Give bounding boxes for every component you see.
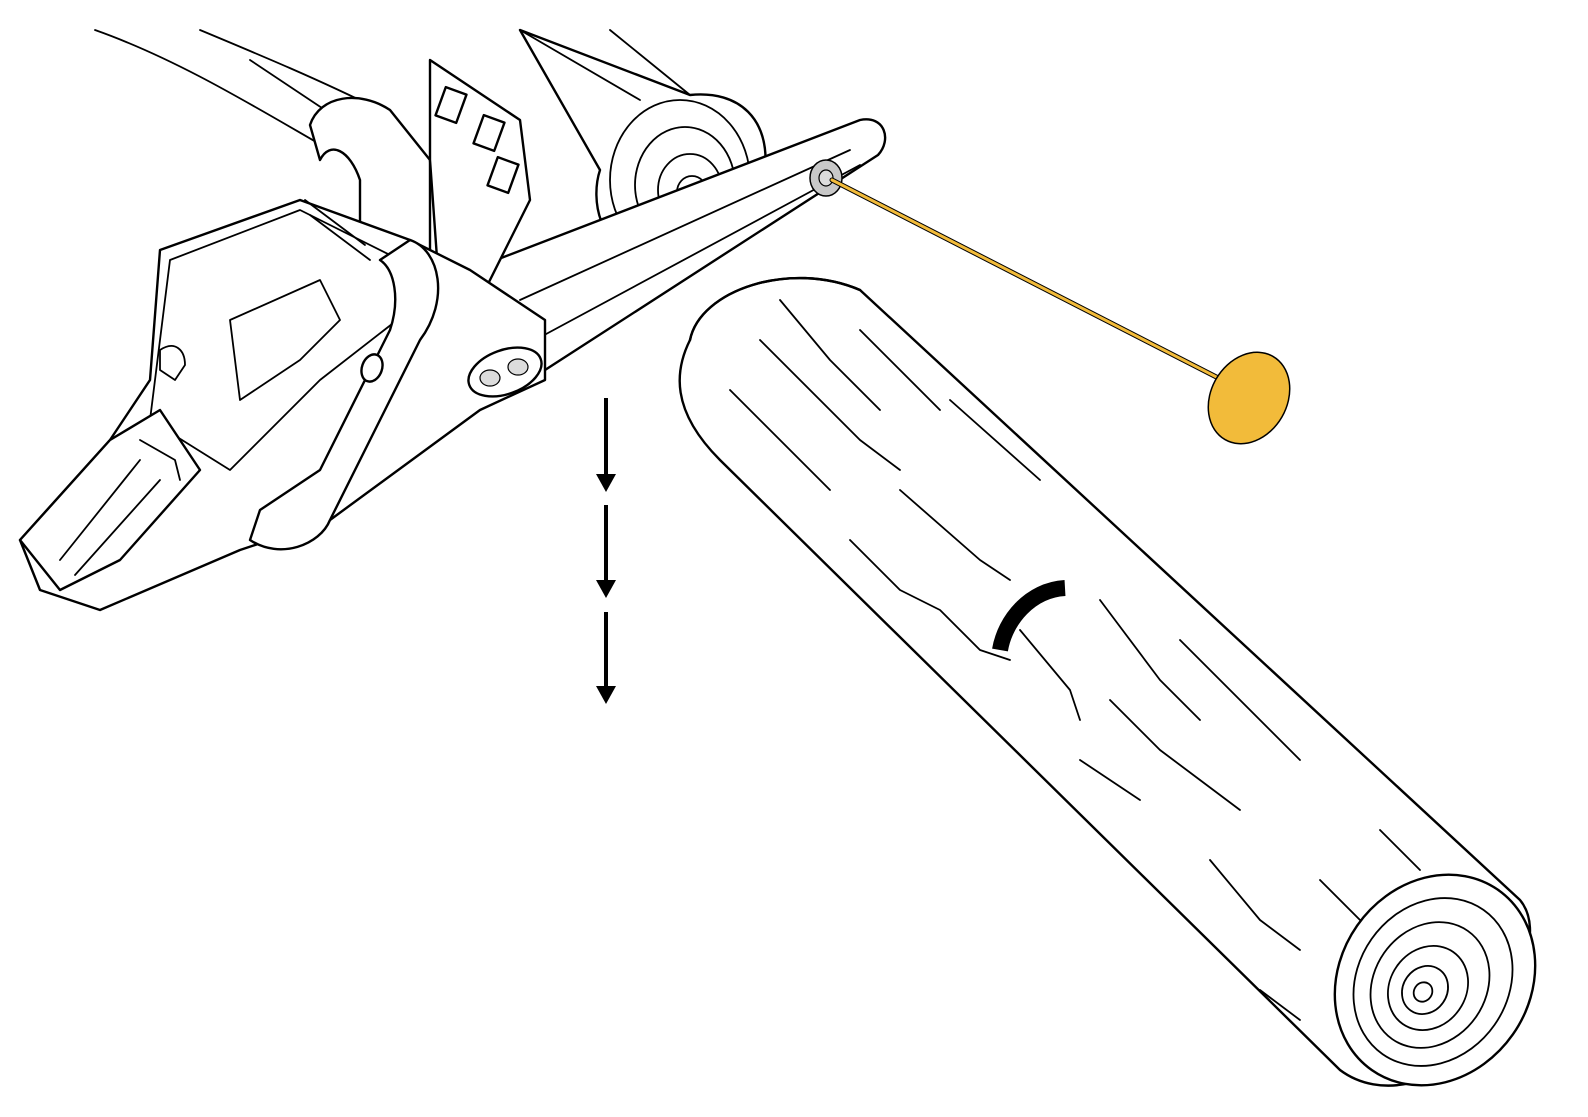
arrow-down-icon (596, 505, 616, 598)
arrow-down-icon (596, 398, 616, 492)
log-icon (678, 276, 1537, 1087)
marker-pin-icon (829, 177, 1291, 445)
chainsaw-bar (468, 118, 887, 397)
arrow-down-icon (596, 612, 616, 704)
arrow-down-icon-group (596, 398, 616, 704)
chainsaw-icon (18, 58, 547, 612)
